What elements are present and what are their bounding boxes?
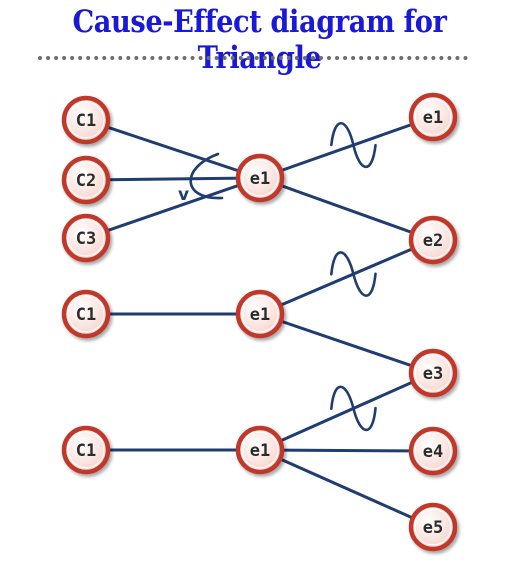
node-c1b: C1	[61, 289, 111, 339]
node-circle	[61, 155, 111, 205]
edge-c3-m1	[84, 176, 262, 240]
node-c1a: C1	[61, 95, 111, 145]
node-r3: e3	[408, 348, 458, 398]
not-symbol-m3-r3	[330, 385, 377, 432]
or-arc-m1	[189, 152, 224, 200]
node-c2: C2	[61, 155, 111, 205]
node-m3: e1	[235, 425, 285, 475]
node-inner-ring	[67, 219, 105, 257]
edge-m1-r1	[258, 115, 435, 180]
node-inner-ring	[241, 431, 279, 469]
node-label: e5	[423, 518, 443, 538]
node-label: C3	[76, 229, 96, 249]
node-inner-ring	[67, 295, 105, 333]
node-circle	[61, 213, 111, 263]
node-inner-ring	[67, 431, 105, 469]
edge-m1-r2	[258, 176, 435, 242]
node-inner-ring	[414, 221, 452, 259]
node-label: C2	[76, 171, 96, 191]
node-label: e2	[423, 231, 443, 251]
node-c3: C3	[61, 213, 111, 263]
node-circle	[235, 425, 285, 475]
node-r2: e2	[408, 215, 458, 265]
node-r1: e1	[408, 92, 458, 142]
node-inner-ring	[414, 354, 452, 392]
node-circle	[61, 95, 111, 145]
edge-c2-m1	[84, 176, 262, 182]
node-circle	[408, 348, 458, 398]
not-symbol-m2-r2	[330, 251, 377, 297]
node-circle	[61, 425, 111, 475]
node-label: C1	[76, 111, 96, 131]
node-inner-ring	[241, 159, 279, 197]
node-r4: e4	[408, 426, 458, 476]
edge-c1a-m1	[84, 118, 262, 180]
node-label: e1	[250, 169, 270, 189]
edge-m2-r2	[258, 238, 435, 316]
node-label: e1	[250, 441, 270, 461]
node-label: C1	[76, 441, 96, 461]
node-label: e1	[423, 108, 443, 128]
node-circle	[408, 502, 458, 552]
node-inner-ring	[414, 432, 452, 470]
or-operator-label: v	[178, 185, 189, 205]
node-circle	[408, 426, 458, 476]
node-label: e4	[423, 442, 443, 462]
dotted-divider	[38, 56, 468, 60]
node-r5: e5	[408, 502, 458, 552]
node-label: C1	[76, 305, 96, 325]
edge-m2-r3	[258, 312, 435, 375]
node-circle	[408, 215, 458, 265]
node-circle	[235, 153, 285, 203]
node-m1: e1	[235, 153, 285, 203]
node-circle	[408, 92, 458, 142]
node-label: e1	[250, 305, 270, 325]
node-inner-ring	[414, 98, 452, 136]
node-m2: e1	[235, 289, 285, 339]
node-circle	[61, 289, 111, 339]
node-label: e3	[423, 364, 443, 384]
node-inner-ring	[414, 508, 452, 546]
not-symbol-m1-r1	[330, 122, 377, 169]
edge-m3-r4	[258, 448, 435, 453]
node-inner-ring	[67, 101, 105, 139]
node-inner-ring	[67, 161, 105, 199]
edge-m3-r3	[258, 371, 435, 452]
node-circle	[235, 289, 285, 339]
node-c1c: C1	[61, 425, 111, 475]
node-inner-ring	[241, 295, 279, 333]
edge-m3-r5	[258, 448, 435, 529]
